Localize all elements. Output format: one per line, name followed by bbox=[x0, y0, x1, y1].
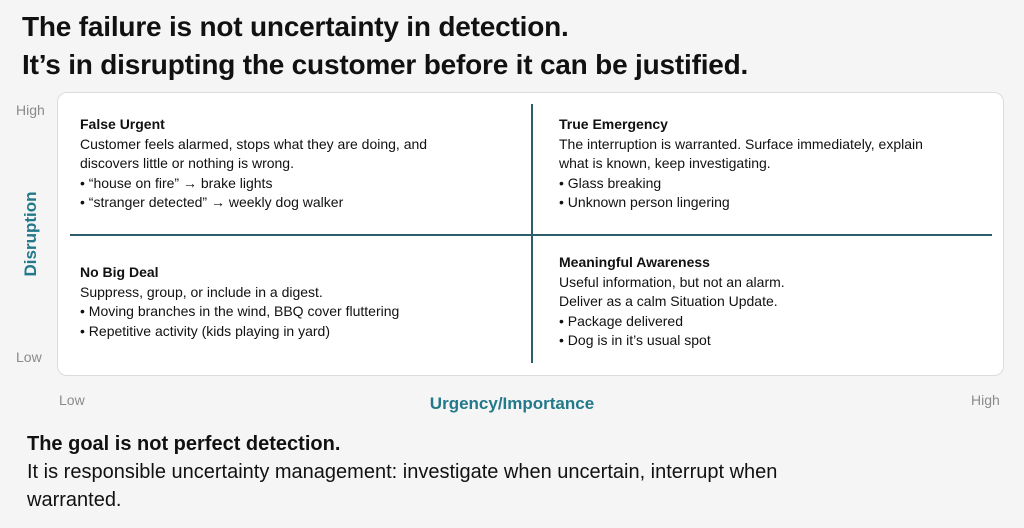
y-axis-low-label: Low bbox=[16, 349, 42, 365]
bullet-item: Package delivered bbox=[559, 312, 785, 332]
quadrant-bullet-list: “house on fire” → brake lights “stranger… bbox=[80, 174, 427, 213]
quadrant-description-line: what is known, keep investigating. bbox=[559, 155, 771, 172]
bullet-item: “house on fire” → brake lights bbox=[80, 174, 427, 194]
footer-text-line: It is responsible uncertainty management… bbox=[27, 461, 778, 483]
quadrant-description-line: Useful information, but not an alarm. bbox=[559, 273, 785, 290]
quadrant-title: False Urgent bbox=[80, 116, 165, 132]
quadrant-description-line: The interruption is warranted. Surface i… bbox=[559, 135, 923, 152]
title-line-1: The failure is not uncertainty in detect… bbox=[22, 11, 569, 42]
y-axis-high-label: High bbox=[16, 102, 45, 118]
bullet-item: Unknown person lingering bbox=[559, 193, 923, 213]
quadrant-bullet-list: Glass breaking Unknown person lingering bbox=[559, 174, 923, 213]
quadrant-matrix: False Urgent Customer feels alarmed, sto… bbox=[57, 92, 1004, 376]
y-axis-title: Disruption bbox=[21, 191, 40, 277]
bullet-item: Repetitive activity (kids playing in yar… bbox=[80, 322, 399, 342]
quadrant-bullet-list: Moving branches in the wind, BBQ cover f… bbox=[80, 302, 400, 342]
horizontal-divider bbox=[70, 234, 992, 236]
quadrant-meaningful-awareness: Meaningful Awareness Useful information,… bbox=[559, 253, 785, 351]
quadrant-bullet-list: Package delivered Dog is in it’s usual s… bbox=[559, 312, 785, 351]
quadrant-title: True Emergency bbox=[559, 116, 668, 132]
quadrant-title: No Big Deal bbox=[80, 264, 159, 280]
x-axis-title: Urgency/Importance bbox=[429, 394, 595, 413]
bullet-item: Glass breaking bbox=[559, 174, 923, 194]
quadrant-false-urgent: False Urgent Customer feels alarmed, sto… bbox=[80, 115, 427, 213]
quadrant-title: Meaningful Awareness bbox=[559, 254, 710, 270]
bullet-item: Moving branches in the wind, BBQ cover f… bbox=[80, 302, 400, 322]
quadrant-description-line: Customer feels alarmed, stops what they … bbox=[80, 135, 428, 152]
vertical-divider bbox=[531, 104, 533, 363]
footer-note: The goal is not perfect detection. It is… bbox=[27, 430, 777, 514]
title-line-2: It’s in disrupting the customer before i… bbox=[22, 49, 749, 80]
quadrant-true-emergency: True Emergency The interruption is warra… bbox=[559, 115, 923, 213]
footer-text-line: warranted. bbox=[27, 489, 122, 511]
x-axis-low-label: Low bbox=[59, 392, 85, 408]
quadrant-description-line: Suppress, group, or include in a digest. bbox=[80, 283, 323, 300]
x-axis-high-label: High bbox=[971, 392, 1000, 408]
quadrant-no-big-deal: No Big Deal Suppress, group, or include … bbox=[80, 263, 399, 341]
quadrant-description-line: Deliver as a calm Situation Update. bbox=[559, 293, 778, 310]
quadrant-description-line: discovers little or nothing is wrong. bbox=[80, 155, 294, 172]
bullet-item: Dog is in it’s usual spot bbox=[559, 331, 785, 351]
bullet-item: “stranger detected” → weekly dog walker bbox=[80, 193, 427, 213]
slide-title: The failure is not uncertainty in detect… bbox=[22, 8, 748, 84]
footer-heading: The goal is not perfect detection. bbox=[27, 433, 341, 455]
